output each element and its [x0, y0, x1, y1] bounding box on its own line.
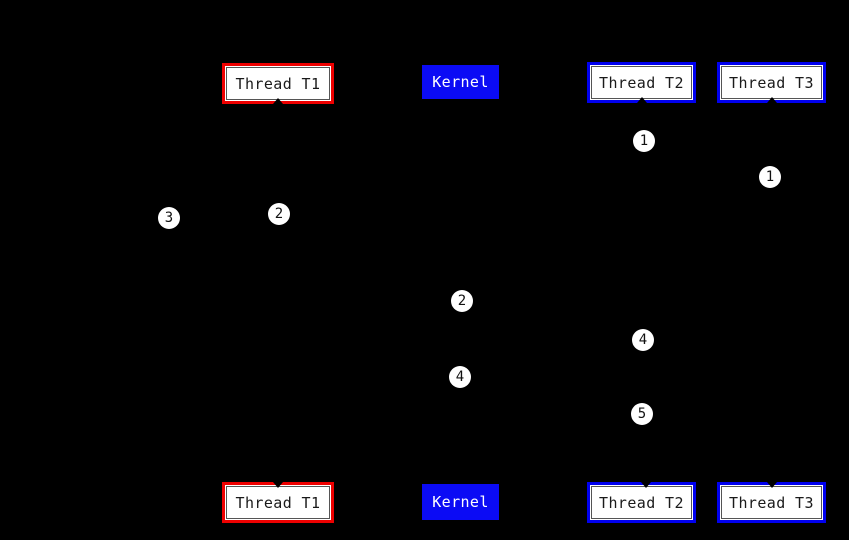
step-marker-4: 4 — [632, 329, 654, 351]
node-thread-t3-bottom: Thread T3 — [717, 482, 826, 523]
node-kernel-bottom: Kernel — [422, 484, 499, 520]
node-thread-t2-bottom-label: Thread T2 — [599, 493, 684, 512]
step-marker-5: 5 — [631, 403, 653, 425]
lifeline-arrowhead-icon — [273, 482, 283, 488]
step-marker-2-label: 2 — [457, 293, 467, 309]
node-thread-t1-top: Thread T1 — [222, 63, 334, 104]
step-marker-2: 2 — [451, 290, 473, 312]
step-marker-2: 2 — [268, 203, 290, 225]
node-thread-t1-bottom-label: Thread T1 — [235, 493, 321, 512]
node-thread-t2-bottom: Thread T2 — [587, 482, 696, 523]
node-thread-t3-top: Thread T3 — [717, 62, 826, 103]
step-marker-1: 1 — [633, 130, 655, 152]
lifeline-arrowhead-icon — [636, 97, 647, 103]
lifeline-arrowhead-icon — [766, 97, 777, 103]
step-marker-3-label: 3 — [164, 210, 174, 226]
lifeline-arrowhead-icon — [640, 482, 651, 488]
step-marker-4-label: 4 — [455, 369, 465, 385]
lifeline-arrowhead-icon — [273, 98, 283, 104]
step-marker-5-label: 5 — [637, 406, 647, 422]
node-thread-t2-top-label: Thread T2 — [599, 73, 684, 92]
node-thread-t2-top: Thread T2 — [587, 62, 696, 103]
node-kernel-top-label: Kernel — [432, 73, 489, 91]
lifeline-arrowhead-icon — [766, 482, 777, 488]
node-kernel-top: Kernel — [422, 65, 499, 99]
node-thread-t3-top-label: Thread T3 — [729, 73, 814, 92]
step-marker-2-label: 2 — [274, 206, 284, 222]
node-thread-t1-bottom: Thread T1 — [222, 482, 334, 523]
node-kernel-bottom-label: Kernel — [432, 493, 489, 511]
step-marker-1-label: 1 — [765, 169, 775, 185]
step-marker-4-label: 4 — [638, 332, 648, 348]
step-marker-4: 4 — [449, 366, 471, 388]
node-thread-t1-top-label: Thread T1 — [235, 74, 321, 93]
step-marker-1-label: 1 — [639, 133, 649, 149]
node-thread-t3-bottom-label: Thread T3 — [729, 493, 814, 512]
step-marker-1: 1 — [759, 166, 781, 188]
step-marker-3: 3 — [158, 207, 180, 229]
